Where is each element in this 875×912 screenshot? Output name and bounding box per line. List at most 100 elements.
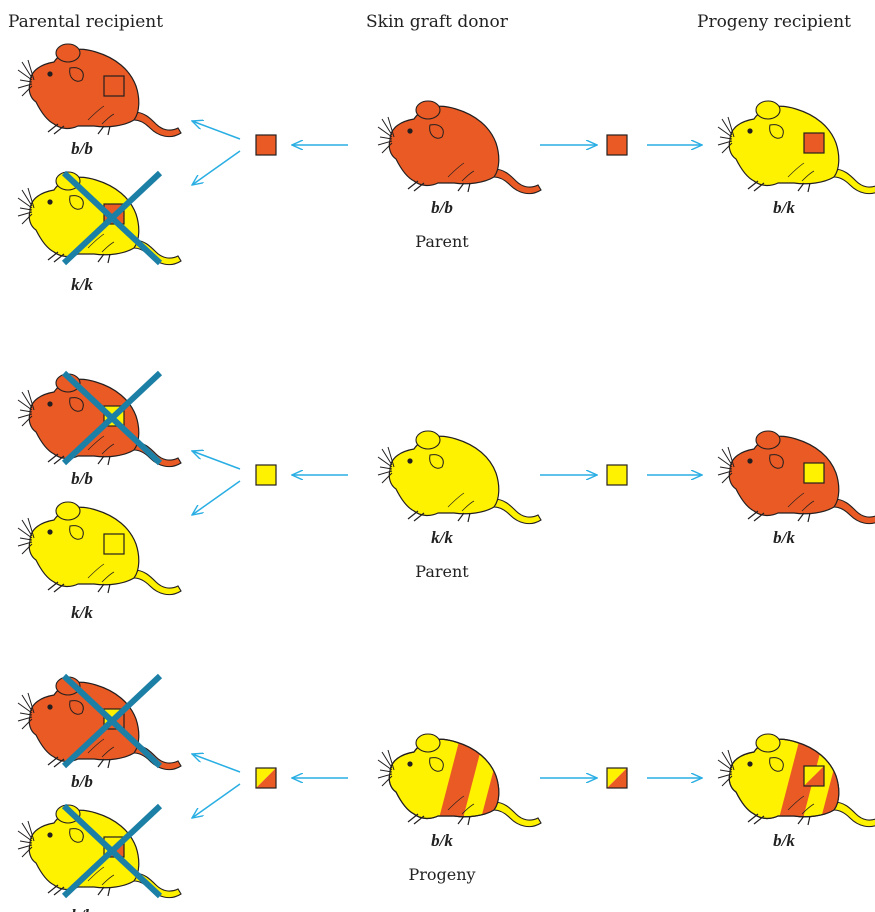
recipient-genotype-top: b/b xyxy=(71,139,93,158)
graft-left xyxy=(255,134,277,156)
graft-patch xyxy=(103,75,125,97)
mouse-eye xyxy=(47,832,53,838)
arrow-to-recipient-top xyxy=(192,754,241,773)
mouse-eye xyxy=(47,199,53,205)
progeny-recipient-mouse xyxy=(717,430,875,525)
mouse-whiskers xyxy=(717,749,735,787)
mouse-whiskers xyxy=(17,59,35,97)
mouse-feet xyxy=(47,581,111,594)
mouse-feet xyxy=(47,453,111,466)
graft-patch-square xyxy=(803,132,825,154)
arrow-to-recipient-top xyxy=(192,451,241,470)
mouse-ear-inner xyxy=(769,757,784,772)
mouse-eye xyxy=(407,761,413,767)
mouse-ear-inner xyxy=(69,67,84,82)
progeny-recipient-mouse xyxy=(717,733,875,828)
fur-lines xyxy=(87,738,115,758)
fur-lines xyxy=(787,162,815,182)
mouse-ear-inner xyxy=(69,525,84,540)
mouse-tail xyxy=(493,801,542,828)
donor-mouse xyxy=(377,430,542,525)
rejection-cross-bottom xyxy=(61,170,163,266)
recipient-mouse-bottom xyxy=(17,501,182,596)
donor-role: Progeny xyxy=(408,865,475,884)
mouse-feet xyxy=(747,813,811,826)
recipient-mouse-top xyxy=(17,43,182,138)
mouse-ear xyxy=(415,733,441,753)
recipient-genotype-top: b/b xyxy=(71,469,93,488)
mouse-whiskers xyxy=(717,446,735,484)
mouse-whiskers xyxy=(377,749,395,787)
graft-patch-outline xyxy=(803,765,825,787)
mouse-feet xyxy=(407,510,471,523)
fur-lines xyxy=(87,435,115,455)
mouse-feet xyxy=(47,756,111,769)
fur-lines xyxy=(787,795,815,815)
recipient-mouse-bottom xyxy=(17,171,182,266)
mouse-tail xyxy=(833,498,875,525)
donor-role: Parent xyxy=(415,232,469,251)
arrow-to-recipient-top xyxy=(192,121,241,140)
fur-lines xyxy=(87,563,115,583)
graft-square xyxy=(606,464,628,486)
mouse-ear xyxy=(55,501,81,521)
mouse-tail xyxy=(133,569,182,596)
mouse-feet xyxy=(747,510,811,523)
mouse-ear-inner xyxy=(429,454,444,469)
mouse-feet xyxy=(47,123,111,136)
graft-left xyxy=(255,767,277,789)
donor-genotype: k/k xyxy=(431,528,453,547)
mouse-feet xyxy=(407,813,471,826)
mouse-ear xyxy=(755,733,781,753)
header-parental-recipient: Parental recipient xyxy=(8,12,163,32)
mouse-whiskers xyxy=(377,116,395,154)
mouse-whiskers xyxy=(717,116,735,154)
mouse-ear xyxy=(55,43,81,63)
arrow-to-recipient-bottom xyxy=(192,783,241,818)
graft-right xyxy=(606,767,628,789)
mouse-ear-inner xyxy=(429,757,444,772)
recipient-mouse-top xyxy=(17,676,182,771)
progeny-genotype: b/k xyxy=(773,528,795,547)
mouse-eye xyxy=(47,401,53,407)
mouse-ear-inner xyxy=(69,828,84,843)
coat-stripe xyxy=(776,739,826,819)
cross-stroke xyxy=(61,803,163,899)
graft-patch-square xyxy=(803,462,825,484)
mouse-eye xyxy=(47,529,53,535)
coat-stripe xyxy=(436,739,486,819)
mouse-tail xyxy=(833,801,875,828)
fur-lines xyxy=(787,492,815,512)
mouse-whiskers xyxy=(17,517,35,555)
mouse-body xyxy=(388,435,500,517)
graft-half-orange xyxy=(256,768,276,788)
mouse-whiskers xyxy=(17,692,35,730)
mouse-ear-inner xyxy=(769,454,784,469)
fur-lines xyxy=(87,866,115,886)
cross-stroke xyxy=(61,170,163,266)
donor-mouse xyxy=(377,100,542,195)
graft-patch xyxy=(803,462,825,484)
recipient-mouse-bottom xyxy=(17,804,182,899)
fur-lines xyxy=(447,162,475,182)
donor-genotype: b/k xyxy=(431,831,453,850)
graft-square xyxy=(606,134,628,156)
rejection-cross-bottom xyxy=(61,803,163,899)
mouse-ear-inner xyxy=(69,700,84,715)
graft-patch-square xyxy=(103,75,125,97)
cross-stroke xyxy=(61,673,163,769)
graft-patch-square xyxy=(103,533,125,555)
fur-lines xyxy=(447,795,475,815)
header-progeny-recipient: Progeny recipient xyxy=(697,12,851,32)
graft-right xyxy=(606,464,628,486)
mouse-feet xyxy=(47,884,111,897)
rejection-cross-top xyxy=(61,370,163,466)
mouse-whiskers xyxy=(17,187,35,225)
progeny-genotype: b/k xyxy=(773,831,795,850)
rejection-cross-top xyxy=(61,673,163,769)
mouse-whiskers xyxy=(17,389,35,427)
mouse-eye xyxy=(407,128,413,134)
mouse-eye xyxy=(747,458,753,464)
cross-stroke xyxy=(61,370,163,466)
